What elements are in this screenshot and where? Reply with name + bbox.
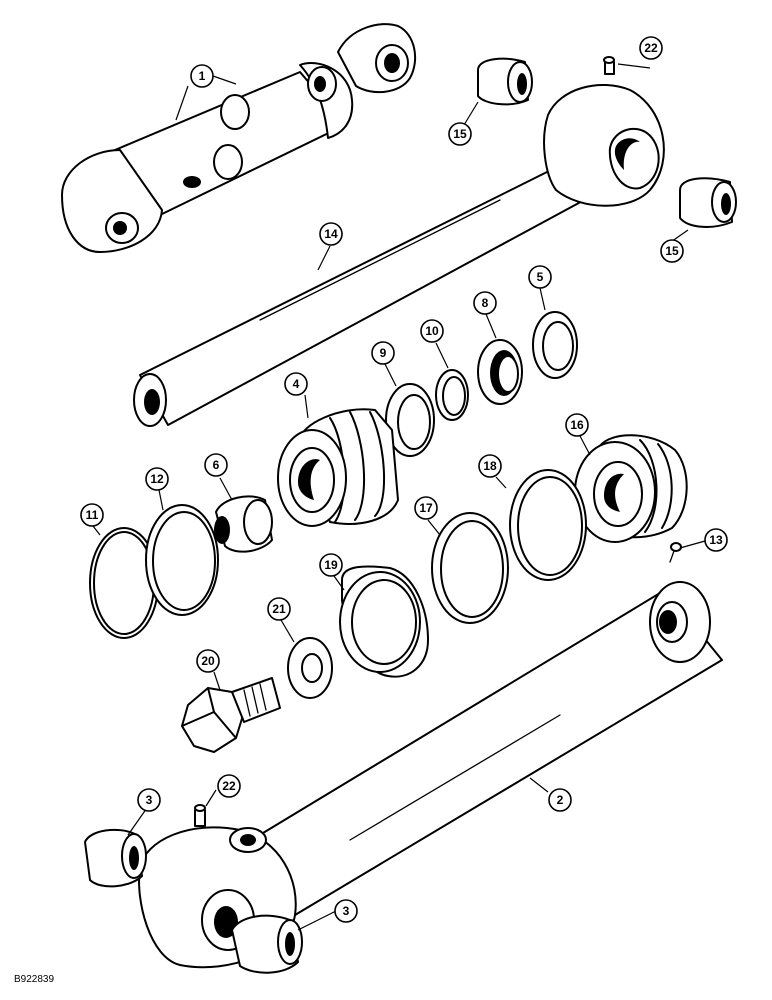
callout-label: 16 <box>570 418 584 432</box>
callout-label: 14 <box>324 227 338 241</box>
callout-label: 5 <box>537 270 544 284</box>
wiper-seal-5 <box>532 311 578 379</box>
backup-ring-12 <box>145 504 219 616</box>
callout-1: 1 <box>190 64 214 88</box>
callout-label: 18 <box>483 459 497 473</box>
grease-fitting-22-bottom <box>194 804 206 827</box>
gland-4 <box>277 408 399 527</box>
assembled-cylinder <box>61 23 417 253</box>
bushing-3-left <box>84 828 147 888</box>
callout-label: 3 <box>343 904 350 918</box>
callout-2: 2 <box>548 788 572 812</box>
callout-label: 11 <box>86 508 99 522</box>
bushing-15-right <box>679 177 737 228</box>
callout-9: 9 <box>371 341 395 365</box>
callout-label: 22 <box>644 41 658 55</box>
callout-19: 19 <box>319 553 343 577</box>
callout-label: 2 <box>557 793 564 807</box>
piston-rod <box>133 83 665 427</box>
piston-seal-17 <box>431 512 509 624</box>
bolt-20 <box>181 677 281 753</box>
grease-fitting-22-top <box>603 56 615 75</box>
callout-label: 4 <box>293 377 300 391</box>
washer-21 <box>287 637 333 699</box>
figure-reference: B922839 <box>14 974 54 985</box>
callout-3-bottom: 3 <box>334 899 358 923</box>
o-ring-11 <box>89 527 159 639</box>
backup-ring-10 <box>435 369 469 421</box>
callout-label: 15 <box>665 244 679 258</box>
callout-17: 17 <box>414 496 438 520</box>
callout-11: 11 <box>80 503 104 527</box>
bushing-3-right <box>231 914 303 974</box>
bushing-15-top <box>477 57 533 106</box>
callout-label: 21 <box>272 602 286 616</box>
callout-label: 9 <box>380 346 387 360</box>
callout-4: 4 <box>284 372 308 396</box>
callout-14: 14 <box>319 222 343 246</box>
o-ring-9 <box>385 383 435 457</box>
callout-8: 8 <box>473 291 497 315</box>
rod-seal-8 <box>477 339 523 405</box>
callout-label: 13 <box>709 533 723 547</box>
callout-10: 10 <box>420 319 444 343</box>
callout-22-top: 22 <box>639 36 663 60</box>
callout-22-bottom: 22 <box>217 774 241 798</box>
callout-6: 6 <box>204 453 228 477</box>
leader-lines <box>92 63 706 931</box>
callout-label: 12 <box>150 472 164 486</box>
callout-label: 3 <box>146 793 153 807</box>
callout-label: 15 <box>453 127 467 141</box>
callout-label: 1 <box>199 69 206 83</box>
callout-21: 21 <box>267 597 291 621</box>
callout-label: 19 <box>324 558 338 572</box>
callout-20: 20 <box>196 649 220 673</box>
callout-label: 6 <box>213 458 220 472</box>
callout-3-top: 3 <box>137 788 161 812</box>
bushing-6 <box>214 495 273 553</box>
callout-label: 22 <box>222 779 236 793</box>
callout-label: 10 <box>425 324 439 338</box>
callout-label: 20 <box>201 654 215 668</box>
callout-16: 16 <box>565 413 589 437</box>
callout-5: 5 <box>528 265 552 289</box>
callout-13: 13 <box>704 528 728 552</box>
callout-18: 18 <box>478 454 502 478</box>
cap-screw-13 <box>669 542 682 563</box>
callout-15-top: 15 <box>448 122 472 146</box>
piston-16 <box>574 434 688 543</box>
callout-12: 12 <box>145 467 169 491</box>
callout-label: 8 <box>482 296 489 310</box>
callout-label: 17 <box>419 501 433 515</box>
callout-15-right: 15 <box>660 239 684 263</box>
wear-ring-18 <box>509 469 587 581</box>
spacer-19 <box>339 565 429 678</box>
